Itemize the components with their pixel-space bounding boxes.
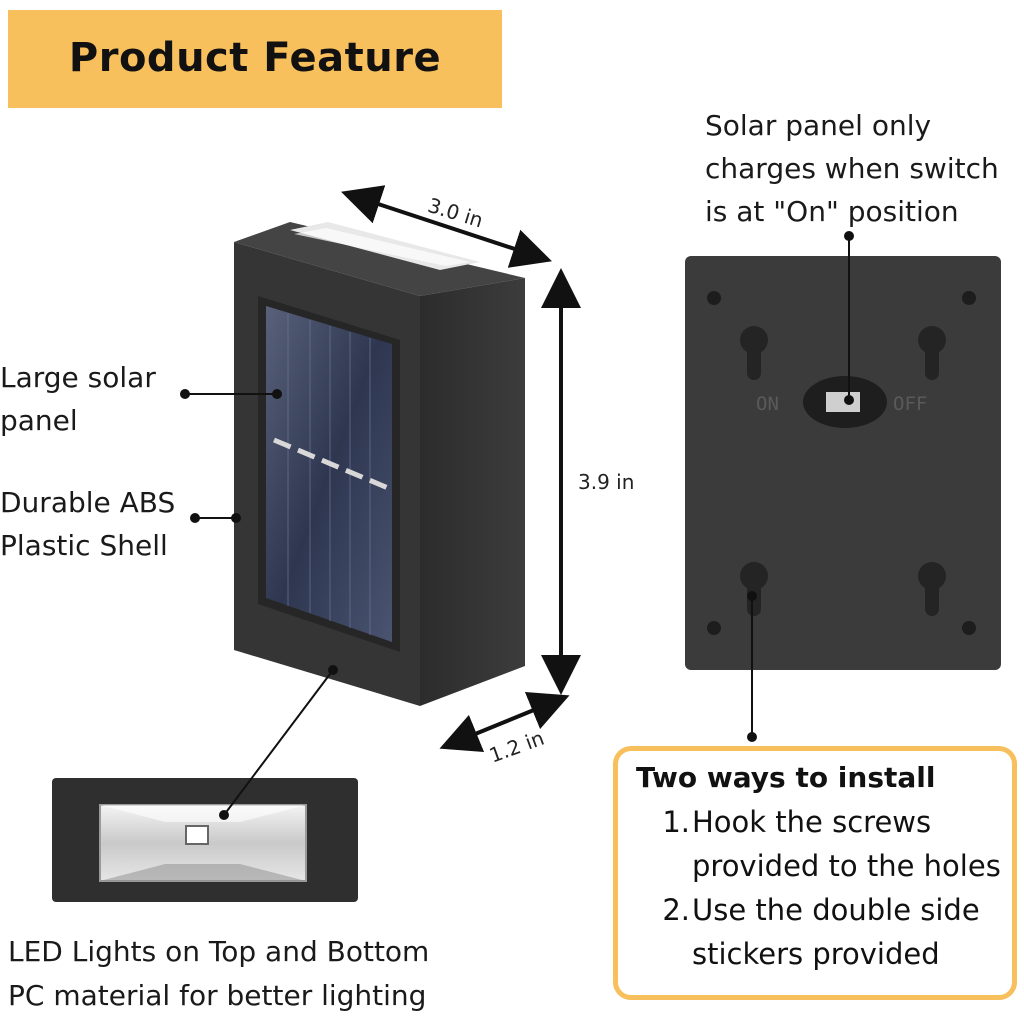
- install-info-box: [613, 746, 1017, 1000]
- solar-panel-callout: Large solar panel: [0, 361, 156, 437]
- title-banner: [8, 10, 502, 108]
- install-steps: 1. Hook the screws provided to the holes…: [656, 800, 1022, 976]
- solar-light-front-view: [234, 222, 525, 706]
- install-step-text: Use the double side stickers provided: [692, 893, 980, 971]
- width-arrow: [341, 185, 552, 268]
- led-closeup: [52, 778, 358, 902]
- install-step: 1. Hook the screws provided to the holes: [656, 800, 1022, 888]
- install-step-text: Hook the screws provided to the holes: [692, 805, 1001, 883]
- install-title: Two ways to install: [636, 761, 936, 794]
- page-title: Product Feature: [68, 35, 442, 81]
- switch-note-callout: Solar panel only charges when switch is …: [705, 109, 999, 228]
- led-caption-line1: LED Lights on Top and Bottom: [8, 935, 430, 968]
- solar-light-back-view: [685, 256, 1001, 670]
- switch-off-label: OFF: [893, 393, 928, 415]
- shell-callout: Durable ABS Plastic Shell: [0, 486, 176, 562]
- height-label: 3.9 in: [578, 470, 635, 494]
- switch-on-label: ON: [756, 393, 779, 415]
- led-chip: [185, 825, 209, 845]
- solar-panel: [266, 306, 392, 642]
- led-caption-line2: PC material for better lighting: [8, 979, 427, 1012]
- depth-arrow: [439, 692, 570, 752]
- install-step-number: 2.: [662, 893, 690, 927]
- install-step-number: 1.: [662, 805, 690, 839]
- install-step: 2. Use the double side stickers provided: [656, 888, 1022, 976]
